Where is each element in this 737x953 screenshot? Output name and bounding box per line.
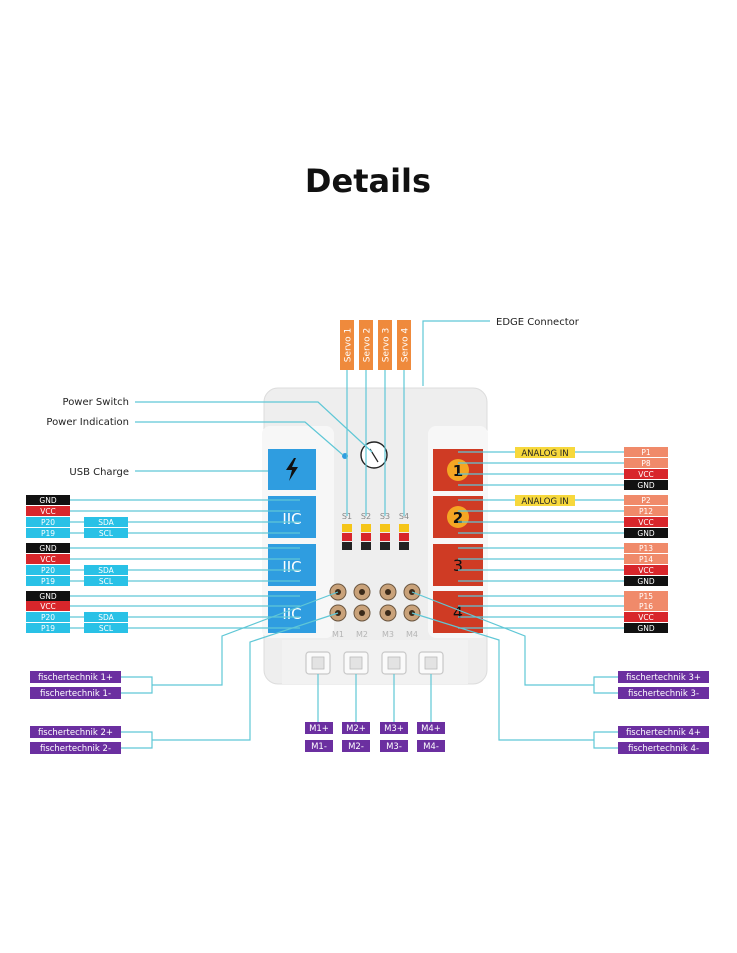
- pin-tag: GND: [637, 624, 654, 633]
- fischertechnik-tag: fischertechnik 1-: [40, 689, 111, 699]
- iic-port-2: IIC: [268, 544, 316, 586]
- servo-4-label: Servo 4: [401, 328, 411, 363]
- servo-pin-label: S1: [342, 512, 352, 521]
- left-pin-group-2: GND VCC P20 P19 SDA SCL: [26, 543, 128, 586]
- signal-tag: SCL: [99, 577, 114, 586]
- pin-tag: P19: [41, 624, 55, 633]
- left-pin-group-1: GND VCC P20 P19 SDA SCL: [26, 495, 128, 538]
- signal-tag: SDA: [98, 613, 114, 622]
- iic-label: IIC: [282, 605, 301, 623]
- usb-charge-port: [268, 449, 316, 490]
- pin-tag: P19: [41, 577, 55, 586]
- pin-tag: GND: [637, 577, 654, 586]
- pin-tag: VCC: [638, 566, 654, 575]
- fischertechnik-tag: fischertechnik 3+: [626, 673, 701, 683]
- iic-label: IIC: [282, 558, 301, 576]
- port-3: 3: [433, 544, 483, 586]
- pin-tag: P16: [639, 602, 653, 611]
- pin-tag: VCC: [40, 602, 56, 611]
- pin-tag: VCC: [638, 470, 654, 479]
- pin-tag: P20: [41, 613, 55, 622]
- lightning-icon: [286, 458, 298, 481]
- servo-pin-label: S2: [361, 512, 371, 521]
- pin-tag: P12: [639, 507, 653, 516]
- pin-tag: VCC: [638, 613, 654, 622]
- port-2: 2: [433, 496, 483, 538]
- right-pin-group-4: P15 P16 VCC GND: [624, 591, 668, 633]
- signal-tag: SDA: [98, 566, 114, 575]
- fischertechnik-tag: fischertechnik 2-: [40, 744, 111, 754]
- motor-plus-tag: M3+: [384, 724, 404, 734]
- servo-tags: Servo 1 Servo 2 Servo 3 Servo 4: [340, 320, 411, 370]
- pin-tag: GND: [637, 481, 654, 490]
- fischertechnik-right-tags: fischertechnik 3+ fischertechnik 3- fisc…: [618, 671, 709, 754]
- fischertechnik-tag: fischertechnik 1+: [38, 673, 113, 683]
- power-switch-label: Power Switch: [63, 397, 129, 408]
- pin-tag: P20: [41, 518, 55, 527]
- power-indication-label: Power Indication: [46, 417, 129, 428]
- iic-port-3: IIC: [268, 591, 316, 633]
- pin-tag: GND: [39, 544, 56, 553]
- port-1: 1: [433, 449, 483, 491]
- motor-minus-tag: M2-: [348, 742, 364, 752]
- pin-tag: P8: [641, 459, 651, 468]
- pin-tag: P13: [639, 544, 653, 553]
- pin-tag: GND: [39, 592, 56, 601]
- servo-header: S1 S2 S3 S4: [342, 512, 409, 550]
- usb-charge-label: USB Charge: [69, 467, 129, 478]
- motor-plus-tag: M4+: [421, 724, 441, 734]
- pin-tag: P2: [641, 496, 651, 505]
- servo-2-label: Servo 2: [363, 328, 373, 362]
- port-label: 4: [453, 603, 463, 622]
- pin-tag: P20: [41, 566, 55, 575]
- servo-pin-label: S4: [399, 512, 409, 521]
- signal-tag: SCL: [99, 624, 114, 633]
- pin-tag: VCC: [40, 507, 56, 516]
- motor-minus-tag: M3-: [386, 742, 402, 752]
- motor-minus-tag: M1-: [311, 742, 327, 752]
- right-pin-group-2: P2 P12 VCC GND: [624, 495, 668, 538]
- port-label: 1: [453, 462, 463, 480]
- port-label: 2: [453, 509, 463, 527]
- right-pin-group-1: P1 P8 VCC GND: [624, 447, 668, 490]
- pin-tag: GND: [39, 496, 56, 505]
- port-label: 3: [453, 556, 463, 575]
- pin-tag: VCC: [638, 518, 654, 527]
- pin-tag: VCC: [40, 555, 56, 564]
- iic-label: IIC: [282, 510, 301, 528]
- servo-3-label: Servo 3: [382, 328, 392, 362]
- pin-tag: P14: [639, 555, 653, 564]
- motor-board-label: M1: [332, 630, 344, 639]
- pin-tag: P15: [639, 592, 653, 601]
- pin-tag: P19: [41, 529, 55, 538]
- analog-in-tag: ANALOG IN: [521, 449, 568, 459]
- motor-tags: M1+ M2+ M3+ M4+ M1- M2- M3- M4-: [305, 722, 445, 752]
- pin-tag: P1: [641, 448, 651, 457]
- motor-plus-tag: M1+: [309, 724, 329, 734]
- pin-tag: GND: [637, 529, 654, 538]
- fischertechnik-left-tags: fischertechnik 1+ fischertechnik 1- fisc…: [30, 671, 121, 754]
- edge-connector-label: EDGE Connector: [496, 317, 580, 328]
- fischertechnik-tag: fischertechnik 4+: [626, 728, 701, 738]
- signal-tag: SCL: [99, 529, 114, 538]
- analog-in-tag: ANALOG IN: [521, 497, 568, 507]
- servo-1-label: Servo 1: [344, 328, 354, 362]
- signal-tag: SDA: [98, 518, 114, 527]
- iic-port-1: IIC: [268, 496, 316, 538]
- motor-plus-tag: M2+: [346, 724, 366, 734]
- leader-lines: [64, 320, 624, 749]
- port-4: 4: [433, 591, 483, 633]
- page-title: Details: [305, 162, 431, 200]
- right-pin-group-3: P13 P14 VCC GND: [624, 543, 668, 586]
- motor-board-label: M4: [406, 630, 418, 639]
- motor-minus-tag: M4-: [423, 742, 439, 752]
- motor-board-label: M2: [356, 630, 368, 639]
- fischertechnik-tag: fischertechnik 2+: [38, 728, 113, 738]
- servo-pin-label: S3: [380, 512, 390, 521]
- left-pin-group-3: GND VCC P20 P19 SDA SCL: [26, 591, 128, 633]
- motor-board-label: M3: [382, 630, 394, 639]
- fischertechnik-tag: fischertechnik 4-: [628, 744, 699, 754]
- fischertechnik-tag: fischertechnik 3-: [628, 689, 699, 699]
